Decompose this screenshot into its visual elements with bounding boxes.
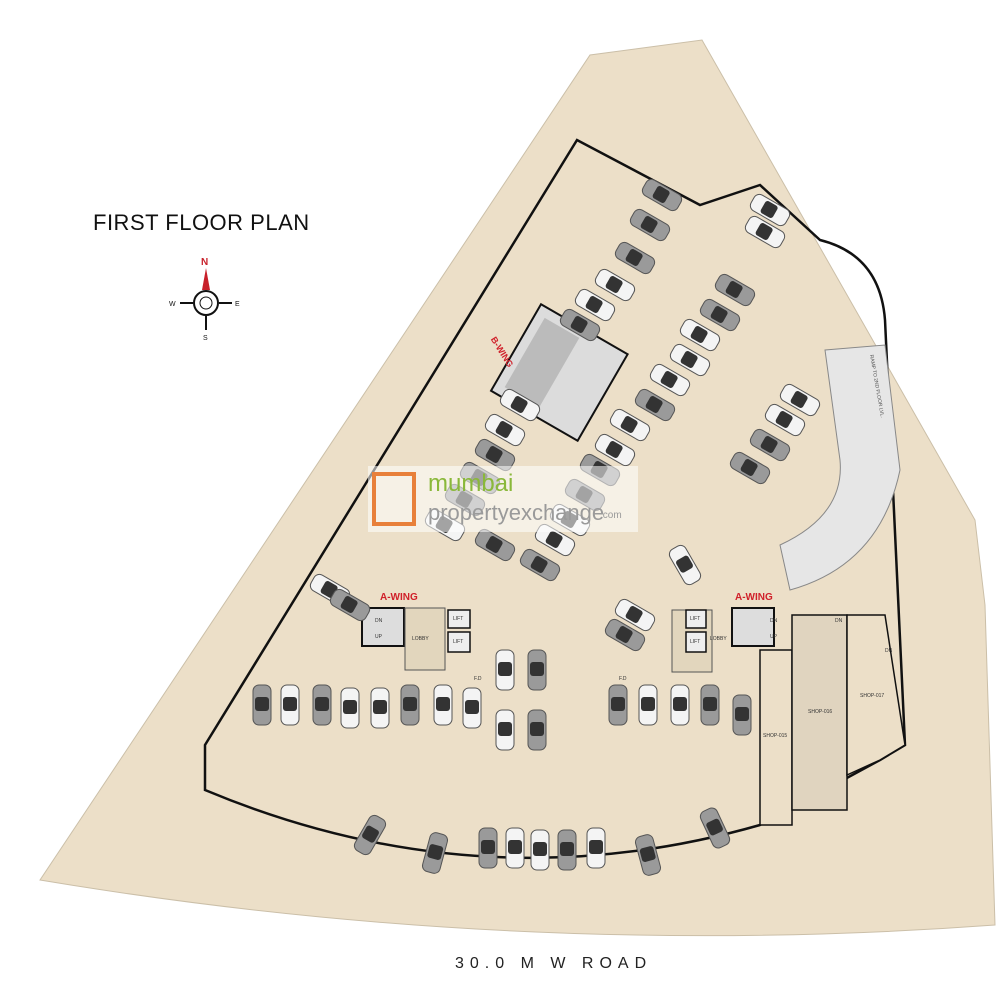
shop-017-label: SHOP-017 (860, 693, 884, 699)
watermark: mumbai propertyexchange .com (368, 466, 638, 532)
car-icon (281, 685, 299, 725)
car-icon (496, 710, 514, 750)
car-icon (479, 828, 497, 868)
car-icon (587, 828, 605, 868)
car-icon (528, 650, 546, 690)
watermark-suffix: .com (600, 510, 622, 521)
a-wing-left-label: A-WING (380, 592, 418, 603)
compass-n: N (201, 257, 208, 268)
car-icon (341, 688, 359, 728)
car-icon (558, 830, 576, 870)
a-wing-right-stair (732, 608, 774, 646)
watermark-line1: mumbai (428, 470, 513, 498)
compass: N W E S (169, 257, 240, 342)
car-icon (506, 828, 524, 868)
dn-label: DN (770, 618, 778, 624)
road-label: 30.0 M W ROAD (455, 955, 652, 973)
car-icon (701, 685, 719, 725)
car-icon (531, 830, 549, 870)
up-label: UP (770, 634, 778, 640)
watermark-line2: propertyexchange (428, 500, 604, 526)
compass-w: W (169, 301, 176, 308)
car-icon (671, 685, 689, 725)
car-icon (733, 695, 751, 735)
shop-016-label: SHOP-016 (808, 709, 832, 715)
north-arrow-icon (202, 268, 210, 290)
car-icon (528, 710, 546, 750)
dn-label: DN (375, 618, 383, 624)
compass-e: E (235, 301, 240, 308)
a-wing-right-label: A-WING (735, 592, 773, 603)
car-icon (371, 688, 389, 728)
dn-label: DN (885, 648, 893, 654)
fd-label: F.D (619, 676, 627, 682)
car-icon (609, 685, 627, 725)
lift-label: LIFT (690, 639, 700, 645)
compass-s: S (203, 335, 208, 342)
page-title: FIRST FLOOR PLAN (93, 210, 310, 236)
lift-label: LIFT (453, 616, 463, 622)
shop-015-label: SHOP-015 (763, 733, 787, 739)
car-icon (434, 685, 452, 725)
car-icon (463, 688, 481, 728)
car-icon (253, 685, 271, 725)
fd-label: F.D (474, 676, 482, 682)
lift-label: LIFT (453, 639, 463, 645)
car-icon (313, 685, 331, 725)
lobby-left-label: LOBBY (412, 636, 429, 642)
car-icon (496, 650, 514, 690)
car-icon (401, 685, 419, 725)
lobby-right-label: LOBBY (710, 636, 727, 642)
watermark-logo-icon (372, 472, 416, 526)
up-label: UP (375, 634, 383, 640)
car-icon (639, 685, 657, 725)
dn-label: DN (835, 618, 843, 624)
lift-label: LIFT (690, 616, 700, 622)
